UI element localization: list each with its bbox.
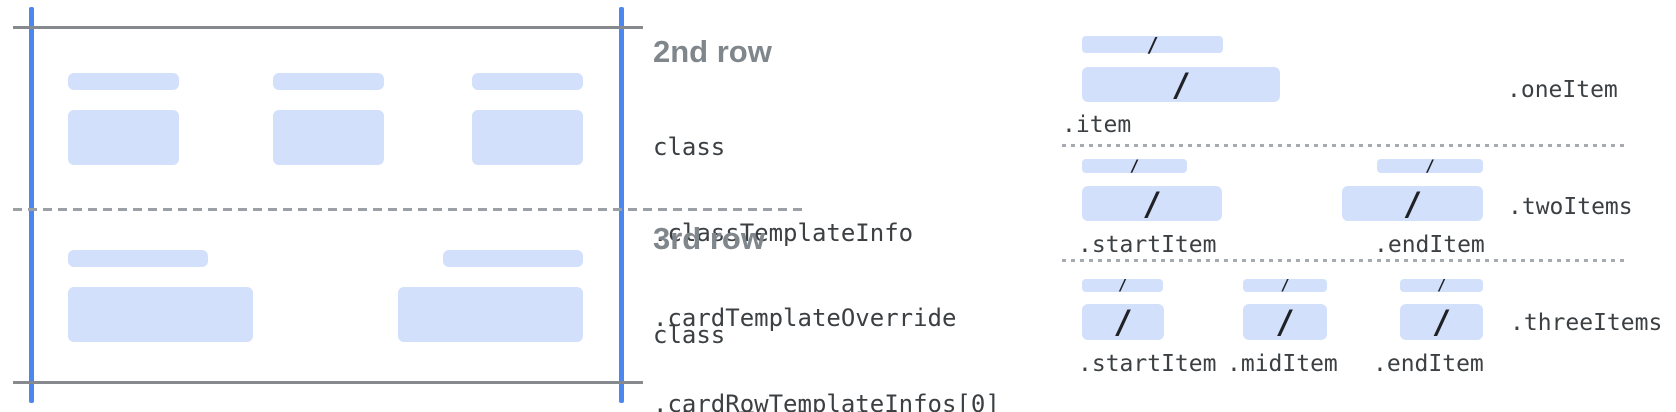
placeholder-value-bar [68,287,253,342]
template-path-line: .cardRowTemplateInfos[0] [653,389,1000,412]
template-path-line: .classTemplateInfo [653,407,1000,412]
row-heading-3rd: 3rd row [653,221,765,256]
item-value-bar: / [1082,186,1222,221]
placeholder-label-bar [472,73,583,90]
template-path-line: .cardTemplateOverride [653,304,957,332]
slash-glyph: / [1431,303,1452,341]
layout-name-label: .threeItems [1510,310,1663,336]
slash-glyph: / [1436,276,1447,294]
slash-glyph: / [1129,156,1140,175]
item-value-bar: / [1342,186,1483,221]
item-path-label: .midItem [1227,351,1338,377]
item-path-label: .startItem [1078,351,1217,377]
placeholder-label-bar [68,250,208,267]
layout-separator-dotted [1062,144,1628,147]
placeholder-label-bar [68,73,179,90]
item-path-label: .endItem [1374,232,1485,258]
template-path-2nd: class .classTemplateInfo .cardTemplateOv… [653,76,1000,412]
slash-glyph: / [1171,65,1191,104]
slash-glyph: / [1425,156,1435,175]
card-left-guide-line [29,7,34,403]
placeholder-value-bar [472,110,583,165]
item-label-bar: / [1082,32,1223,57]
card-top-edge-line [13,26,643,29]
item-path-label: .endItem [1373,351,1484,377]
item-label-bar: / [1377,156,1483,175]
item-label-bar: / [1082,156,1187,175]
item-label-bar: / [1400,276,1483,294]
item-value-bar: / [1400,304,1483,340]
slash-glyph: / [1280,276,1290,294]
slash-glyph: / [1117,276,1128,294]
card-right-guide-line [619,7,624,403]
item-label-bar: / [1082,276,1163,294]
template-path-line: class [653,133,726,161]
row-heading-2nd: 2nd row [653,34,772,69]
item-value-bar: / [1243,304,1327,340]
template-path-line: .classTemplateInfo [653,218,914,247]
placeholder-label-bar [443,250,583,267]
slash-glyph: / [1402,184,1423,223]
item-label-bar: / [1243,276,1327,294]
slash-glyph: / [1275,303,1295,341]
slash-glyph: / [1142,184,1162,223]
layout-name-label: .oneItem [1507,77,1618,103]
card-bottom-edge-line [13,381,643,384]
item-path-label: .item [1062,112,1132,138]
template-path-3rd: class .classTemplateInfo .cardTemplateOv… [653,264,1000,412]
placeholder-value-bar [68,110,179,165]
item-value-bar: / [1082,304,1164,340]
slash-glyph: / [1146,32,1159,57]
slash-glyph: / [1113,303,1133,341]
layout-separator-dotted [1062,259,1628,262]
item-value-bar: / [1082,67,1280,102]
placeholder-label-bar [273,73,384,90]
placeholder-value-bar [398,287,583,342]
template-path-line: class [653,321,726,349]
row-divider-dashed-line [13,208,803,211]
item-path-label: .startItem [1078,232,1217,258]
placeholder-value-bar [273,110,384,165]
layout-name-label: .twoItems [1508,194,1633,220]
